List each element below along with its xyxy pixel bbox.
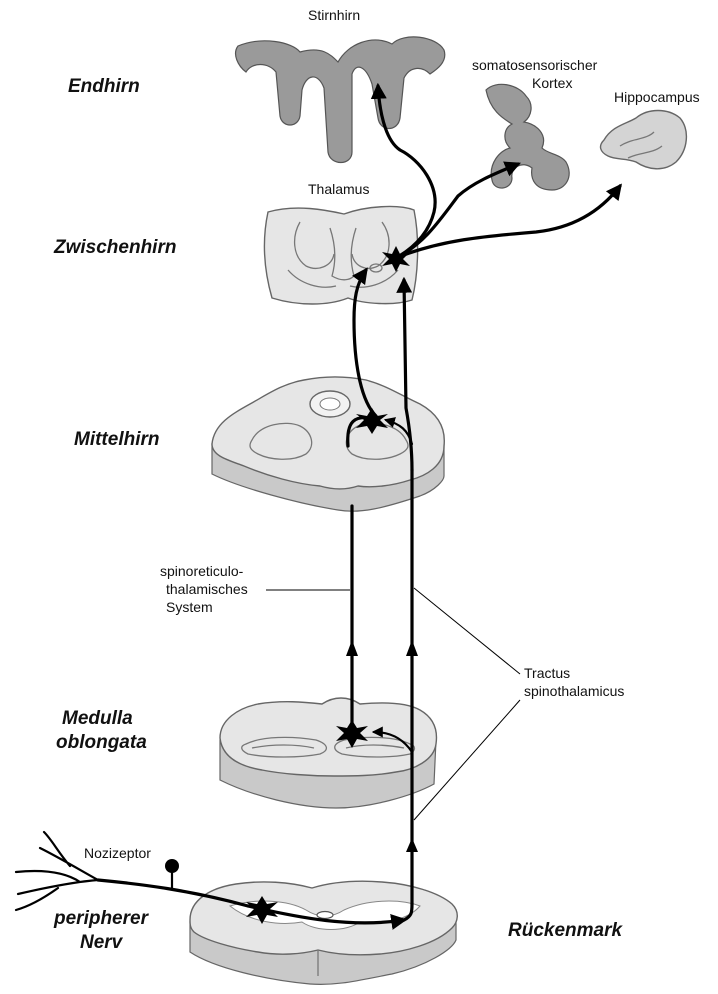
- hippocampus-structure: [601, 111, 687, 169]
- leader-tractus-upper: [414, 588, 520, 674]
- label-nozizeptor: Nozizeptor: [84, 845, 151, 861]
- label-spinothalamicus: spinothalamicus: [524, 683, 624, 699]
- region-label-oblongata: oblongata: [56, 732, 147, 753]
- label-somatosensorischer: somatosensorischer: [472, 57, 598, 73]
- region-label-nerv: Nerv: [80, 932, 124, 953]
- label-thalamus: Thalamus: [308, 181, 369, 197]
- label-thalamisches: thalamisches: [166, 581, 248, 597]
- stirnhirn-cortex: [236, 37, 445, 163]
- region-label-endhirn: Endhirn: [68, 76, 140, 97]
- label-stirnhirn: Stirnhirn: [308, 7, 360, 23]
- spinothalamic-tract: [404, 280, 418, 904]
- region-label-zwischenhirn: Zwischenhirn: [53, 237, 176, 258]
- region-label-mittelhirn: Mittelhirn: [74, 429, 160, 450]
- medulla-section: [220, 698, 436, 808]
- region-label-peripherer: peripherer: [53, 908, 150, 929]
- label-system: System: [166, 599, 213, 615]
- rueckenmark-section: [190, 881, 457, 984]
- region-label-medulla: Medulla: [62, 708, 133, 729]
- label-kortex: Kortex: [532, 75, 572, 91]
- label-spinoreticulo: spinoreticulo-: [160, 563, 244, 579]
- label-tractus: Tractus: [524, 665, 570, 681]
- somatosensory-cortex: [486, 84, 569, 190]
- label-hippocampus: Hippocampus: [614, 89, 700, 105]
- region-label-rueckenmark: Rückenmark: [508, 920, 623, 941]
